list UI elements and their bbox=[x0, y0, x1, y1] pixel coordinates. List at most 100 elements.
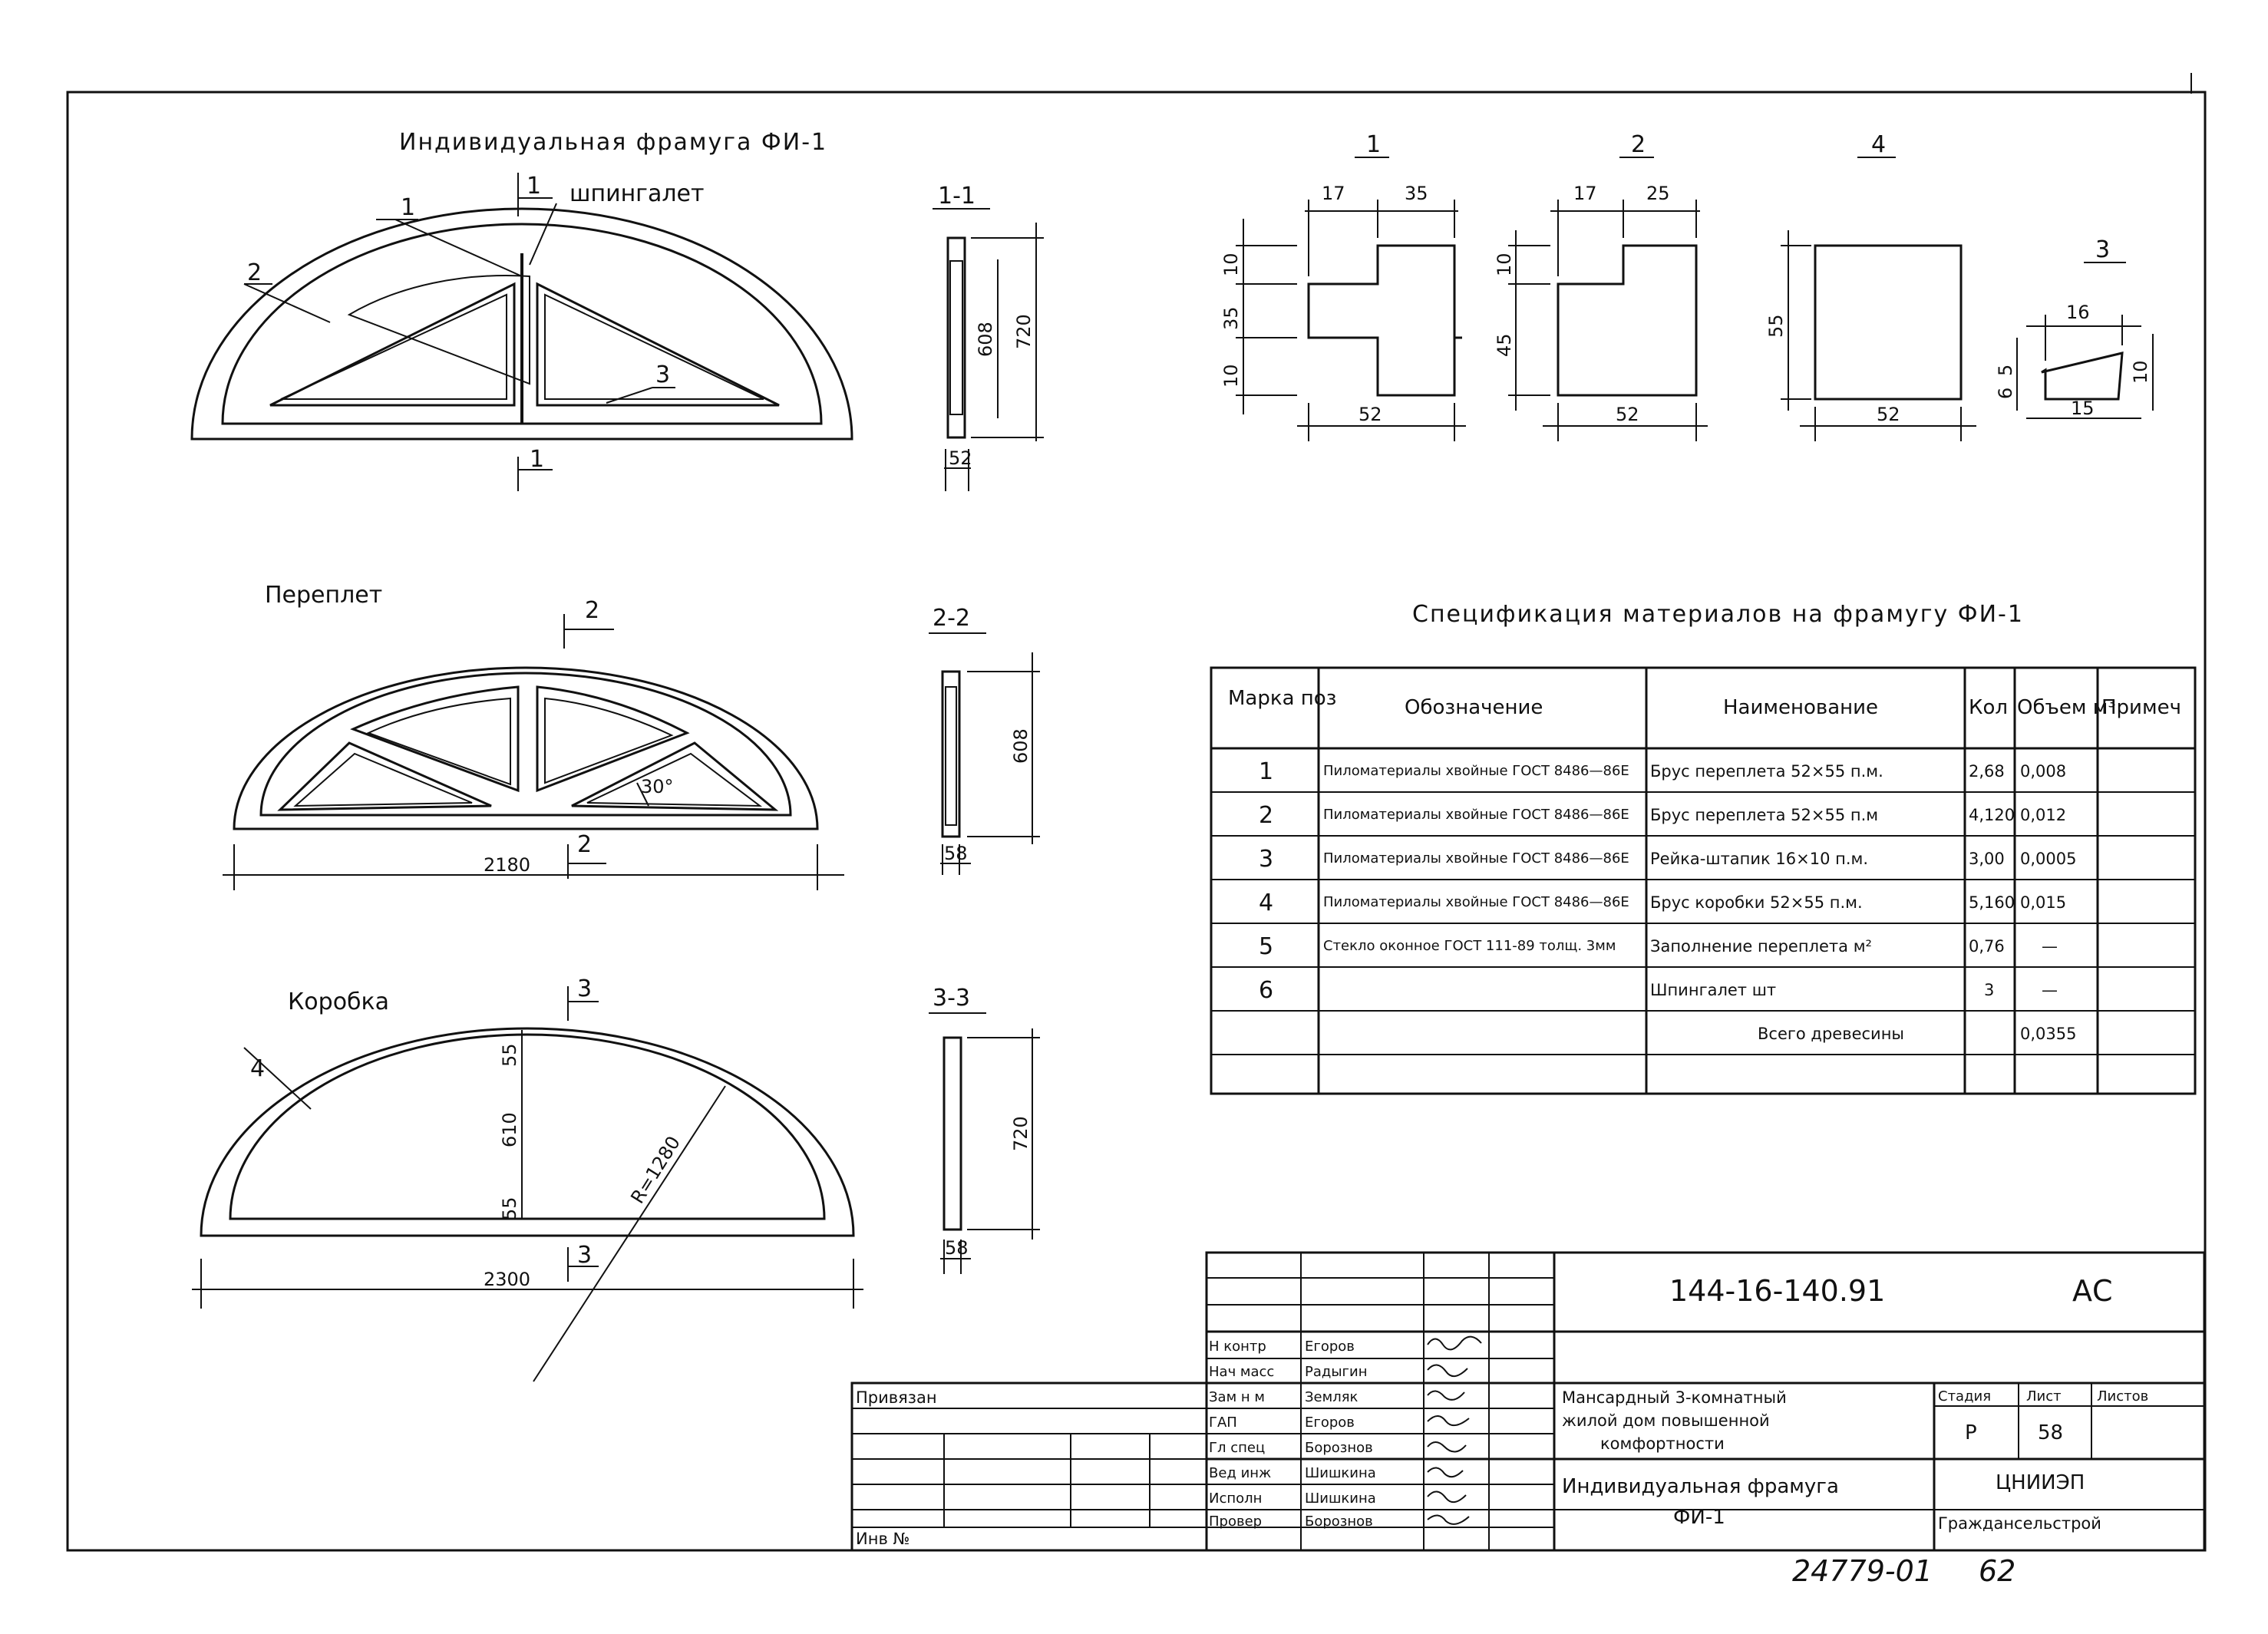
profile-4-bottom: 52 bbox=[1877, 404, 1900, 425]
dim-radius: R=1280 bbox=[626, 1132, 685, 1207]
profile-2-label: 2 bbox=[1631, 131, 1646, 158]
dim-width-2180: 2180 bbox=[484, 854, 530, 876]
profile-2-bottom: 52 bbox=[1616, 404, 1639, 425]
spec-title: Спецификация материалов на фрамугу ФИ-1 bbox=[1412, 601, 2024, 628]
profile-4-left: 55 bbox=[1765, 314, 1787, 338]
elevation-pereplet: Переплет 2 2 30° 2180 bbox=[223, 582, 844, 890]
tb-name-4: Егоров bbox=[1305, 1414, 1355, 1431]
spec-row-5-mark: 5 bbox=[1259, 933, 1273, 960]
dim-width-2300: 2300 bbox=[484, 1269, 530, 1290]
section-2-2: 2-2 608 58 bbox=[929, 605, 1040, 875]
spec-row-3-volume: 0,0005 bbox=[2020, 850, 2076, 868]
dim-3-3-720: 720 bbox=[1010, 1116, 1032, 1151]
dim-angle-30: 30° bbox=[641, 776, 674, 797]
dim-3-3-58: 58 bbox=[945, 1237, 969, 1259]
tb-sheet: 58 bbox=[2038, 1421, 2063, 1444]
section-3-3-label: 3-3 bbox=[933, 985, 970, 1012]
tb-project-line-1: Мансардный 3-комнатный bbox=[1562, 1388, 1787, 1407]
tb-project-line-3: комфортности bbox=[1600, 1434, 1725, 1453]
spec-header-volume: Объем м³ bbox=[2017, 696, 2116, 719]
tb-name-6: Шишкина bbox=[1305, 1465, 1376, 1481]
spec-row-6-qty: 3 bbox=[1984, 981, 1994, 999]
spec-row-4-designation: Пиломатериалы хвойные ГОСТ 8486—86Е bbox=[1323, 894, 1629, 910]
spec-row-total-name: Всего древесины bbox=[1758, 1025, 1904, 1043]
spec-row-5-designation: Стекло оконное ГОСТ 111-89 толщ. 3мм bbox=[1323, 938, 1616, 954]
spec-row-4-name: Брус коробки 52×55 п.м. bbox=[1650, 893, 1863, 912]
spec-row-1-volume: 0,008 bbox=[2020, 762, 2066, 781]
spec-row-1-mark: 1 bbox=[1259, 758, 1273, 785]
profile-3-left-a: 5 bbox=[1995, 365, 2016, 376]
profile-2-left-a: 10 bbox=[1494, 253, 1515, 276]
section-mark-2-top: 2 bbox=[585, 597, 599, 624]
spec-header-designation: Обозначение bbox=[1405, 696, 1543, 719]
profile-1-top-a: 17 bbox=[1322, 183, 1345, 204]
callout-1: 1 bbox=[401, 194, 415, 221]
profile-1-left-c: 10 bbox=[1220, 364, 1242, 388]
spec-row-4-mark: 4 bbox=[1259, 890, 1273, 916]
tb-name-3: Земляк bbox=[1305, 1389, 1358, 1405]
spec-row-1-qty: 2,68 bbox=[1969, 762, 2005, 781]
section-1-1: 1-1 608 720 52 bbox=[933, 183, 1044, 491]
dim-610: 610 bbox=[499, 1112, 520, 1147]
callout-2: 2 bbox=[247, 259, 262, 286]
section-mark-3-top: 3 bbox=[577, 975, 592, 1002]
spec-row-5-volume: — bbox=[2042, 937, 2058, 956]
profile-1-left-a: 10 bbox=[1220, 253, 1242, 276]
title-block: 144-16-140.91 АС Привязан Инв № Н контр … bbox=[850, 1251, 2206, 1552]
tb-stage-header: Стадия bbox=[1938, 1388, 1991, 1405]
section-mark-3-bottom: 3 bbox=[577, 1242, 592, 1269]
profile-3-label: 3 bbox=[2095, 236, 2110, 263]
profile-2: 2 17 25 10 45 52 bbox=[1494, 131, 1708, 441]
callout-shpingalet: шпингалет bbox=[569, 180, 704, 207]
tb-sheet-title-2: ФИ-1 bbox=[1673, 1506, 1725, 1529]
tb-project-line-2: жилой дом повышенной bbox=[1562, 1411, 1770, 1430]
tb-role-1: Н контр bbox=[1209, 1339, 1266, 1355]
profile-1-left-b: 35 bbox=[1220, 306, 1242, 330]
dim-2-2-58: 58 bbox=[944, 843, 968, 864]
spec-row-4-qty: 5,160 bbox=[1969, 893, 2015, 912]
callout-3: 3 bbox=[655, 361, 670, 388]
spec-row-4-volume: 0,015 bbox=[2020, 893, 2066, 912]
spec-row-3-name: Рейка-штапик 16×10 п.м. bbox=[1650, 850, 1868, 868]
profile-1-label: 1 bbox=[1366, 131, 1381, 158]
profile-1-top-b: 35 bbox=[1405, 183, 1428, 204]
tb-role-7: Исполн bbox=[1209, 1490, 1262, 1507]
profile-2-top-b: 25 bbox=[1646, 183, 1670, 204]
title-fi1: Индивидуальная фрамуга ФИ-1 bbox=[399, 129, 827, 156]
tb-code: 144-16-140.91 bbox=[1669, 1274, 1885, 1308]
profile-1-bottom: 52 bbox=[1358, 404, 1382, 425]
dim-2-2-608: 608 bbox=[1010, 728, 1032, 764]
section-3-3: 3-3 720 58 bbox=[929, 985, 1040, 1274]
footer-page: 62 bbox=[1979, 1554, 2015, 1588]
spec-row-3-designation: Пиломатериалы хвойные ГОСТ 8486—86Е bbox=[1323, 850, 1629, 867]
spec-row-2-qty: 4,120 bbox=[1969, 806, 2015, 824]
tb-role-8: Провер bbox=[1209, 1514, 1262, 1530]
dim-1-1-52: 52 bbox=[949, 447, 972, 469]
section-mark-2-bottom: 2 bbox=[577, 831, 592, 858]
dim-55-top: 55 bbox=[499, 1043, 520, 1067]
elevation-fi1: Индивидуальная фрамуга ФИ-1 1 1 шпингале… bbox=[190, 129, 853, 491]
section-1-1-label: 1-1 bbox=[938, 183, 976, 210]
profile-3: 3 16 5 6 10 15 bbox=[1995, 236, 2154, 419]
elevation-korobka: Коробка 3 3 4 55 610 55 R=1280 2300 bbox=[192, 975, 863, 1382]
spec-row-6-name: Шпингалет шт bbox=[1650, 981, 1776, 999]
tb-suffix: АС bbox=[2072, 1274, 2113, 1308]
spec-row-5-qty: 0,76 bbox=[1969, 937, 2005, 956]
spec-row-2-mark: 2 bbox=[1259, 802, 1273, 829]
tb-sheet-title-1: Индивидуальная фрамуга bbox=[1562, 1475, 1839, 1498]
profile-4-label: 4 bbox=[1871, 131, 1886, 158]
profile-3-right: 10 bbox=[2130, 360, 2151, 384]
spec-row-6-mark: 6 bbox=[1259, 977, 1273, 1004]
title-korobka: Коробка bbox=[288, 989, 389, 1015]
tb-role-5: Гл спец bbox=[1209, 1440, 1265, 1456]
section-2-2-label: 2-2 bbox=[933, 605, 970, 632]
section-mark-1-top: 1 bbox=[527, 173, 541, 200]
profile-2-top-a: 17 bbox=[1573, 183, 1597, 204]
spec-row-2-volume: 0,012 bbox=[2020, 806, 2066, 824]
tb-name-8: Борознов bbox=[1305, 1514, 1373, 1530]
spec-row-2-name: Брус переплета 52×55 п.м bbox=[1650, 806, 1878, 824]
spec-header-qty: Кол bbox=[1969, 696, 2008, 719]
dim-1-1-608: 608 bbox=[975, 322, 996, 357]
tb-name-1: Егоров bbox=[1305, 1339, 1355, 1355]
